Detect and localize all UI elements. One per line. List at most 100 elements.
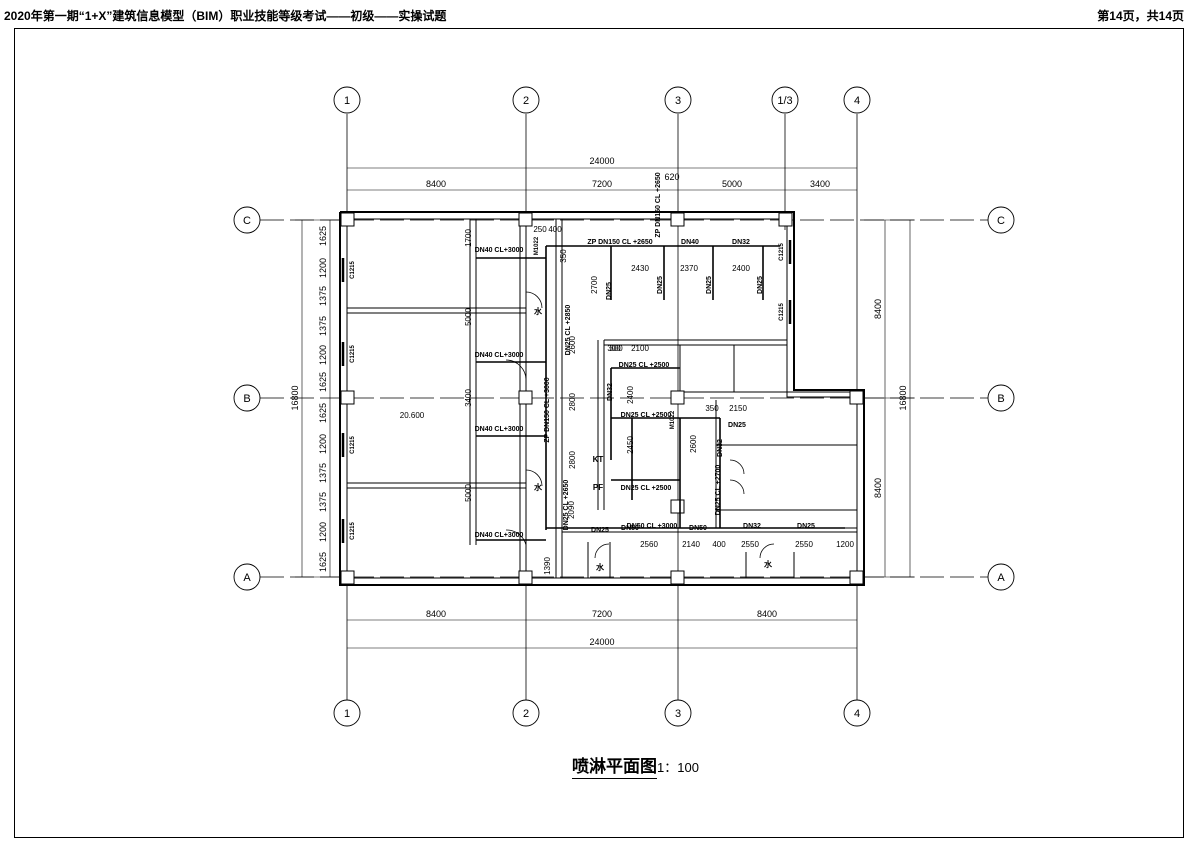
inner-dimension: 2400 (626, 386, 635, 404)
inner-dimension: 2800 (568, 451, 577, 469)
pipe-size-label: DN25 (606, 282, 613, 300)
grid-top-1-bubble (512, 86, 540, 114)
dim-left-segment: 1375 (318, 463, 328, 483)
pipe-elevation-label: DN50 CL +3000 (627, 523, 678, 530)
inner-dimension: 2550 (741, 540, 759, 549)
grid-bottom-2-bubble (664, 699, 692, 727)
window-tag: C1215 (779, 303, 785, 321)
grid-left-0-label: C (243, 215, 251, 227)
window-tag: C1215 (350, 436, 356, 454)
grid-top-3-bubble (771, 86, 799, 114)
dim-bottom-bay: 8400 (757, 609, 777, 619)
zp-riser-label: ZP DN150 CL +2650 (655, 172, 662, 237)
pipe-size-label: DN25 (657, 276, 664, 294)
grid-bottom-2-label: 3 (675, 708, 681, 720)
dim-left-segment: 1375 (318, 492, 328, 512)
inner-dimension: 2600 (689, 435, 698, 453)
grid-right-0-label: C (997, 215, 1005, 227)
grid-left-2-bubble (233, 563, 261, 591)
drawing-frame (14, 28, 1184, 838)
inner-dimension: 1200 (836, 540, 854, 549)
pipe-dn40-label: DN40 CL+3000 (475, 532, 524, 539)
grid-top-4-bubble (843, 86, 871, 114)
dim-top-total: 24000 (589, 156, 614, 166)
dim-left-segment: 1625 (318, 403, 328, 423)
window-tag: C1215 (350, 522, 356, 540)
floor-elevation: 20.600 (400, 411, 425, 420)
dim-left-segment: 1200 (318, 522, 328, 542)
dim-top-bay: 7200 (592, 179, 612, 189)
inner-dimension: 2140 (682, 540, 700, 549)
grid-right-2-bubble (987, 563, 1015, 591)
dim-top-bay: 3400 (810, 179, 830, 189)
grid-right-2-label: A (997, 572, 1005, 584)
dim-top-bay: 5000 (722, 179, 742, 189)
zp-main-vert-label: ZP DN150 CL +3000 (544, 377, 551, 442)
grid-top-0-label: 1 (344, 95, 350, 107)
grid-left-2-label: A (243, 572, 251, 584)
pipe-size-label: DN25 (797, 523, 815, 530)
grid-top-3-label: 1/3 (777, 95, 792, 107)
inner-dimension: 2090 (567, 501, 576, 519)
sprinkler-pipes (476, 245, 845, 541)
grid-top-2-label: 3 (675, 95, 681, 107)
dimension-lines (295, 167, 915, 649)
inner-dimension: 5000 (464, 308, 473, 326)
grid-right-1-label: B (997, 393, 1004, 405)
window-marks (341, 240, 792, 543)
door-tag: M1022 (534, 236, 540, 255)
drawing-title-block: 喷淋平面图1：100 (572, 752, 699, 779)
inner-dimension: 400 (712, 540, 726, 549)
zp-main-top-label: ZP DN150 CL +2650 (587, 239, 652, 246)
drawing-scale: 1：100 (657, 760, 699, 775)
equipment-label: PF (593, 483, 603, 492)
pipe-dn40-label: DN40 CL+3000 (475, 247, 524, 254)
inner-dimension: 2560 (640, 540, 658, 549)
pipe-size-label: DN50 (689, 525, 707, 532)
door-tag: M1022 (670, 410, 676, 429)
equipment-label: 水 (595, 562, 605, 572)
dim-left-segment: 1625 (318, 372, 328, 392)
header-exam-title: 2020年第一期“1+X”建筑信息模型（BIM）职业技能等级考试——初级——实操… (4, 9, 447, 23)
inner-dimension: 1700 (464, 229, 473, 247)
dim-right-segment: 8400 (873, 478, 883, 498)
pipe-size-label: DN32 (743, 523, 761, 530)
pipe-size-label: DN32 (607, 383, 614, 401)
grid-right-0-bubble (987, 206, 1015, 234)
dim-left-segment: 1375 (318, 286, 328, 306)
window-tag: C1215 (350, 345, 356, 363)
equipment-label: 水 (533, 482, 543, 492)
grid-left-1-label: B (243, 393, 250, 405)
grid-bottom-1-bubble (512, 699, 540, 727)
inner-dimension: 400 (548, 225, 562, 234)
pipe-size-label: DN25 (757, 276, 764, 294)
dim-left-segment: 1200 (318, 345, 328, 365)
inner-dimension: 2450 (626, 436, 635, 454)
interior-walls (347, 219, 857, 578)
inner-dimension: 250 (533, 225, 547, 234)
equipment-label: 水 (763, 559, 773, 569)
inner-dimension: 2150 (729, 404, 747, 413)
drawing-title: 喷淋平面图 (572, 757, 657, 779)
pipe-size-label: DN25 (728, 422, 746, 429)
inner-dimension: 5000 (464, 484, 473, 502)
grid-bottom-0-bubble (333, 699, 361, 727)
dim-bottom-bay: 8400 (426, 609, 446, 619)
pipe-size-label: DN50 (621, 525, 639, 532)
grid-bottom-1-label: 2 (523, 708, 529, 720)
grid-top-1-label: 2 (523, 95, 529, 107)
pipe-elevation-label: DN25 CL +2850 (565, 305, 572, 356)
grid-bottom-3-bubble (843, 699, 871, 727)
inner-dimension: 1390 (543, 557, 552, 575)
inner-dimension: 350 (705, 404, 719, 413)
structural-columns (340, 212, 864, 585)
grid-top-2-bubble (664, 86, 692, 114)
pipe-size-label: DN32 (732, 239, 750, 246)
inner-dimension: 2550 (795, 540, 813, 549)
dim-top-bay: 8400 (426, 179, 446, 189)
inner-dimension: 2100 (631, 344, 649, 353)
inner-dimension: 350 (559, 249, 568, 263)
dim-top-bay: 620 (664, 172, 679, 182)
dim-left-segment: 1200 (318, 434, 328, 454)
